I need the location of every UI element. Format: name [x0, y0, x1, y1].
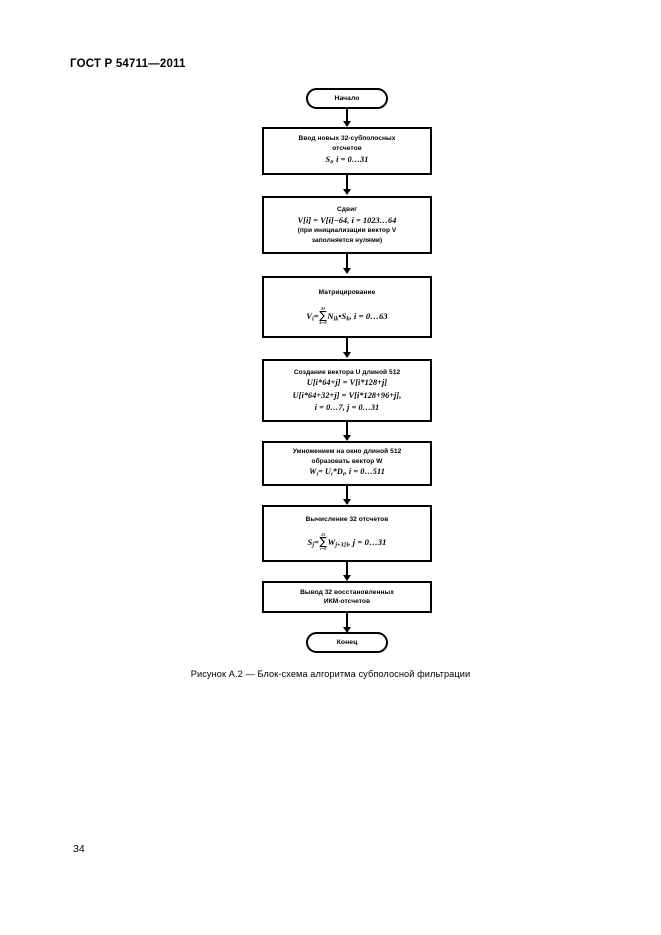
arrowhead-matrix-to-vectoru — [342, 352, 351, 358]
arrowhead-vectoru-to-window — [342, 435, 351, 441]
flow-node-matrix-title: Матрицирование — [318, 289, 376, 297]
connector-output-to-end — [345, 613, 349, 627]
flow-node-compute-title: Вычисление 32 отсчетов — [305, 516, 389, 524]
connector-compute-to-output — [345, 562, 349, 575]
arrowhead-compute-to-output — [342, 575, 351, 581]
arrowhead-output-to-end — [342, 627, 351, 633]
flow-node-input: Ввод новых 32-субполосных отсчетов Si, i… — [262, 127, 432, 175]
flow-node-input-line2: отсчетов — [332, 144, 362, 152]
flow-node-end-label: Конец — [336, 638, 358, 646]
connector-matrix-to-vectoru — [345, 338, 349, 352]
flow-node-shift-title: Сдвиг — [336, 205, 358, 213]
flow-node-window-formula: Wi= Ui*Di, i = 0…511 — [309, 467, 385, 478]
flow-node-output: Вывод 32 восстановленных ИКМ-отсчетов — [262, 581, 432, 613]
flowchart-diagram: Начало Ввод новых 32-субполосных отсчето… — [262, 88, 432, 653]
flow-node-shift: Сдвиг V[i] = V[i]−64, i = 1023…64 (при и… — [262, 196, 432, 254]
figure-caption: Рисунок А.2 — Блок-схема алгоритма субпо… — [190, 669, 471, 679]
connector-vectoru-to-window — [345, 422, 349, 435]
flow-node-end: Конец — [306, 632, 388, 653]
flow-node-vector-u-formula2: U[i*64+32+j] = V[i*128+96+j], — [292, 390, 402, 400]
connector-input-to-shift — [345, 175, 349, 189]
arrowhead-start-to-input — [342, 121, 351, 127]
flow-node-shift-line1: (при инициализации вектор V — [297, 227, 397, 235]
flow-node-input-line1: Ввод новых 32-субполосных — [298, 135, 396, 143]
flow-node-window-line1: Умножением на окно длиной 512 — [292, 448, 402, 456]
flow-node-start-label: Начало — [334, 94, 360, 102]
summation-symbol: 15∑i=0 — [319, 532, 328, 551]
connector-shift-to-matrix — [345, 254, 349, 268]
flow-node-shift-formula: V[i] = V[i]−64, i = 1023…64 — [297, 215, 397, 225]
standard-header: ГОСТ Р 54711—2011 — [70, 58, 186, 70]
connector-window-to-compute — [345, 486, 349, 499]
page-number: 34 — [73, 843, 85, 855]
summation-symbol: 31∑k=0 — [319, 306, 327, 325]
flow-node-input-formula: Si, i = 0…31 — [325, 155, 369, 166]
flow-node-output-line1: Вывод 32 восстановленных — [300, 588, 394, 596]
flow-node-window: Умножением на окно длиной 512 образовать… — [262, 441, 432, 486]
flow-node-vector-u-formula3: i = 0…7, j = 0…31 — [314, 402, 380, 412]
flow-node-start: Начало — [306, 88, 388, 109]
arrowhead-input-to-shift — [342, 189, 351, 195]
flow-node-vector-u: Создание вектора U длиной 512 U[i*64+j] … — [262, 359, 432, 422]
flow-node-output-line2: ИКМ-отсчетов — [323, 598, 371, 605]
arrowhead-shift-to-matrix — [342, 268, 351, 274]
flow-node-shift-line2: заполняется нулями) — [311, 236, 383, 244]
flow-node-vector-u-title: Создание вектора U длиной 512 — [293, 368, 401, 376]
flow-node-vector-u-formula1: U[i*64+j] = V[i*128+j] — [306, 378, 388, 388]
arrowhead-window-to-compute — [342, 499, 351, 505]
flow-node-window-line2: образовать вектор W — [311, 457, 383, 465]
connector-start-to-input — [345, 109, 349, 125]
